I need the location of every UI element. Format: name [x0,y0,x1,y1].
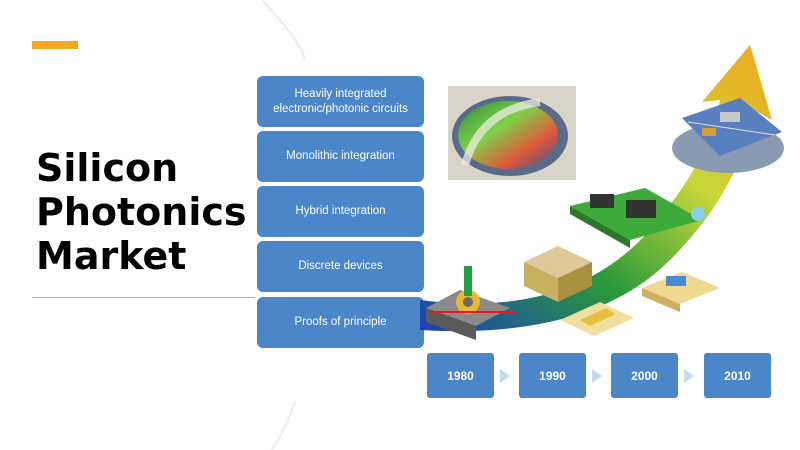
level-heavily-integrated: Heavily integrated electronic/photonic c… [257,76,424,127]
title-line-3: Market [36,234,187,278]
arrow-right-icon [500,369,510,383]
level-proofs: Proofs of principle [257,297,424,348]
arrow-right-icon [592,369,602,383]
year-1980: 1980 [427,353,494,398]
wafer-photo [448,86,576,180]
level-discrete: Discrete devices [257,241,424,292]
hybrid-board [570,188,705,248]
year-2010: 2010 [704,353,771,398]
arrow-right-icon [684,369,694,383]
level-monolithic: Monolithic integration [257,131,424,182]
proof-device [426,266,515,340]
year-2000: 2000 [611,353,678,398]
title-divider [32,297,255,298]
accent-bar [32,41,78,49]
title-line-2: Photonics [36,190,247,234]
discrete-device-block [524,246,592,302]
waveguide-device [560,302,634,336]
layered-device [642,272,720,312]
year-1990: 1990 [519,353,586,398]
photonic-circuit-chip [672,98,784,173]
evolution-illustration [420,45,784,340]
evolution-arrow [420,45,772,332]
slide-title: Silicon Photonics Market [36,146,256,278]
title-line-1: Silicon [36,146,179,190]
level-hybrid: Hybrid integration [257,186,424,237]
